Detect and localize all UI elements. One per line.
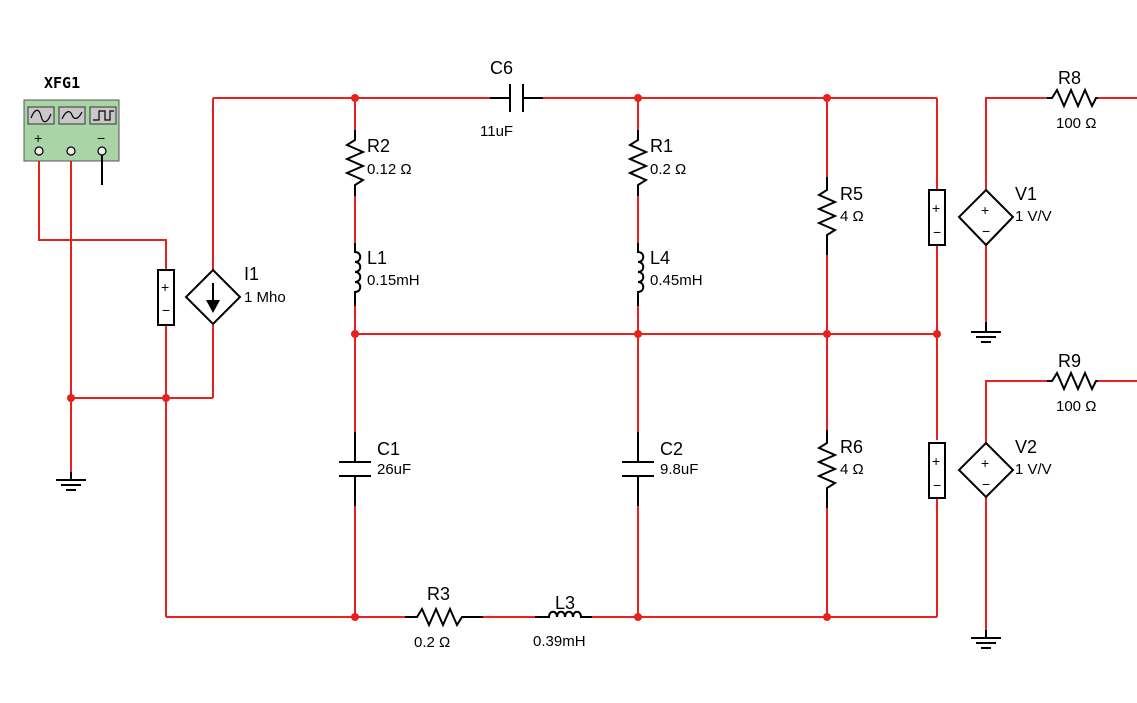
i1-plus-label: + xyxy=(161,279,169,295)
resistor-r2[interactable]: R2 0.12 Ω xyxy=(344,130,412,196)
v1-diamond xyxy=(957,188,1015,247)
v1-ctrl-minus-label: − xyxy=(933,224,941,240)
v2-control-box xyxy=(928,442,946,499)
i1-minus-label: − xyxy=(162,302,170,318)
generator-common-terminal[interactable] xyxy=(66,146,76,156)
r1-label: R1 xyxy=(650,136,673,156)
resistor-r5[interactable]: R5 4 Ω xyxy=(816,177,864,255)
generator-minus-terminal[interactable] xyxy=(97,146,107,156)
l4-label: L4 xyxy=(650,248,670,268)
c1-value: 26uF xyxy=(377,461,411,478)
l1-value: 0.15mH xyxy=(367,272,420,289)
r9-value: 100 Ω xyxy=(1056,398,1096,415)
capacitor-c2[interactable]: C2 9.8uF xyxy=(622,432,698,506)
v1-minus-label: − xyxy=(982,223,990,239)
r2-label: R2 xyxy=(367,136,390,156)
ground-icon xyxy=(971,630,1001,649)
current-source-i1[interactable]: + − I1 1 Mho xyxy=(157,264,286,326)
r9-label: R9 xyxy=(1058,351,1081,371)
inductor-l4[interactable]: L4 0.45mH xyxy=(637,243,703,306)
triangle-wave-icon[interactable] xyxy=(58,106,86,125)
junction-dot xyxy=(634,94,642,102)
r8-value: 100 Ω xyxy=(1056,115,1096,132)
junction-dot xyxy=(823,330,831,338)
v2-ctrl-plus-label: + xyxy=(932,453,940,469)
resistor-r3[interactable]: R3 0.2 Ω xyxy=(405,584,483,651)
junction-dot xyxy=(351,330,359,338)
generator-plus-terminal[interactable] xyxy=(34,146,44,156)
generator-plus-label: + xyxy=(34,130,42,146)
capacitor-c6[interactable]: C6 11uF xyxy=(480,58,543,140)
r2-value: 0.12 Ω xyxy=(367,161,412,178)
voltage-source-v2[interactable]: + − + − V2 1 V/V xyxy=(928,437,1052,499)
generator-label: XFG1 xyxy=(44,74,80,92)
i1-value: 1 Mho xyxy=(244,289,286,306)
v1-control-box xyxy=(928,189,946,246)
junction-dot xyxy=(823,613,831,621)
resistor-r9[interactable]: R9 100 Ω xyxy=(1047,351,1098,415)
i1-arrowhead-icon xyxy=(206,300,220,313)
r8-label: R8 xyxy=(1058,68,1081,88)
c6-value: 11uF xyxy=(480,123,513,140)
r5-value: 4 Ω xyxy=(840,208,864,225)
v1-value: 1 V/V xyxy=(1015,208,1052,225)
v2-plus-label: + xyxy=(981,455,989,471)
resistor-r1[interactable]: R1 0.2 Ω xyxy=(627,130,686,196)
v2-minus-label: − xyxy=(982,476,990,492)
voltage-source-v1[interactable]: + − + − V1 1 V/V xyxy=(928,184,1052,247)
v1-label: V1 xyxy=(1015,184,1037,204)
l3-value: 0.39mH xyxy=(533,633,586,650)
wires xyxy=(38,97,1137,630)
c6-label: C6 xyxy=(490,58,513,78)
resistor-r6[interactable]: R6 4 Ω xyxy=(816,430,864,508)
resistor-r8[interactable]: R8 100 Ω xyxy=(1047,68,1098,132)
r6-label: R6 xyxy=(840,437,863,457)
ground-icon xyxy=(56,472,86,491)
i1-label: I1 xyxy=(244,264,259,284)
l3-label: L3 xyxy=(555,593,575,613)
l4-value: 0.45mH xyxy=(650,272,703,289)
r5-label: R5 xyxy=(840,184,863,204)
junction-dot xyxy=(933,330,941,338)
r3-value: 0.2 Ω xyxy=(414,634,450,651)
r3-label: R3 xyxy=(427,584,450,604)
v2-diamond xyxy=(957,441,1015,499)
inductor-l3[interactable]: L3 0.39mH xyxy=(533,593,592,650)
c1-label: C1 xyxy=(377,439,400,459)
c2-label: C2 xyxy=(660,439,683,459)
l1-label: L1 xyxy=(367,248,387,268)
v2-label: V2 xyxy=(1015,437,1037,457)
junction-dot xyxy=(351,613,359,621)
capacitor-c1[interactable]: C1 26uF xyxy=(339,432,411,506)
junction-dot xyxy=(351,94,359,102)
junction-dot xyxy=(823,94,831,102)
i1-control-box xyxy=(157,269,175,326)
r6-value: 4 Ω xyxy=(840,461,864,478)
v1-plus-label: + xyxy=(981,202,989,218)
junction-dot xyxy=(67,394,75,402)
r1-value: 0.2 Ω xyxy=(650,161,686,178)
generator-minus-label: − xyxy=(97,130,105,146)
v1-ctrl-plus-label: + xyxy=(932,200,940,216)
v2-ctrl-minus-label: − xyxy=(933,477,941,493)
v2-value: 1 V/V xyxy=(1015,461,1052,478)
c2-value: 9.8uF xyxy=(660,461,698,478)
ground-icon xyxy=(971,322,1001,343)
junction-dot xyxy=(634,613,642,621)
inductor-l1[interactable]: L1 0.15mH xyxy=(354,243,420,306)
square-wave-icon[interactable] xyxy=(89,106,117,125)
function-generator-xfg1[interactable]: XFG1 + − xyxy=(23,74,120,185)
junctions xyxy=(67,94,941,621)
junction-dot xyxy=(634,330,642,338)
junction-dot xyxy=(162,394,170,402)
sine-wave-icon[interactable] xyxy=(27,106,55,125)
